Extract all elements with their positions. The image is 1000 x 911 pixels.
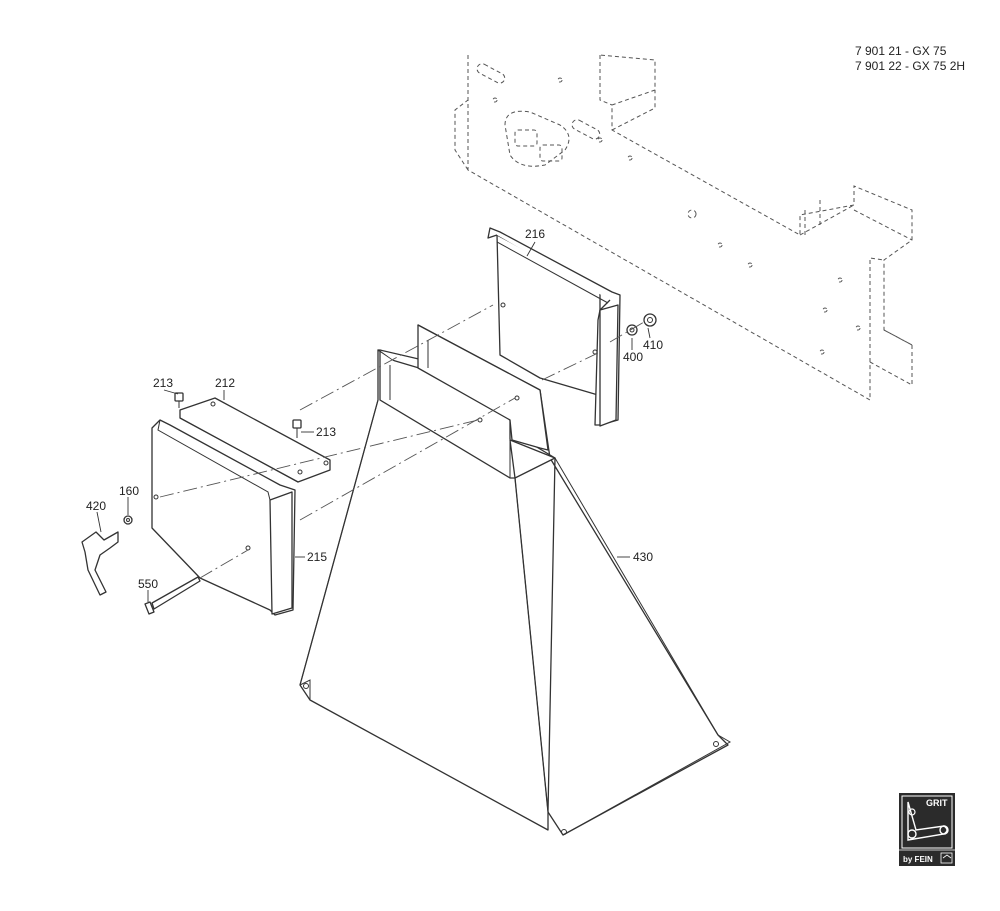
label-420: 420 <box>86 499 106 513</box>
logo-grit-text: GRIT <box>926 798 948 808</box>
part-216-panel <box>487 227 621 427</box>
part-215-panel <box>151 419 296 616</box>
part-410-nut <box>643 313 657 327</box>
grit-by-fein-logo: GRIT by FEIN <box>899 793 955 866</box>
part-213-screw-b <box>292 419 302 438</box>
part-213-screw-a <box>174 392 184 408</box>
label-212: 212 <box>215 376 235 390</box>
label-213-a: 213 <box>153 376 173 390</box>
assembly-center-lines <box>159 304 645 579</box>
model-number-line-2: 7 901 22 - GX 75 2H <box>855 59 965 73</box>
part-550-screw <box>144 576 201 615</box>
part-430-hood <box>299 324 732 836</box>
model-number-line-1: 7 901 21 - GX 75 <box>855 44 947 58</box>
label-leaders <box>96 241 651 602</box>
part-420-clamp-lever <box>81 531 119 596</box>
part-212-plate <box>179 397 331 483</box>
label-410: 410 <box>643 338 663 352</box>
logo-by-fein-text: by FEIN <box>903 855 933 864</box>
label-213-b: 213 <box>316 425 336 439</box>
label-160: 160 <box>119 484 139 498</box>
label-215: 215 <box>307 550 327 564</box>
label-550: 550 <box>138 577 158 591</box>
label-430: 430 <box>633 550 653 564</box>
label-216: 216 <box>525 227 545 241</box>
label-400: 400 <box>623 350 643 364</box>
machine-frame-outline <box>454 54 913 401</box>
part-160-washer <box>123 515 133 525</box>
